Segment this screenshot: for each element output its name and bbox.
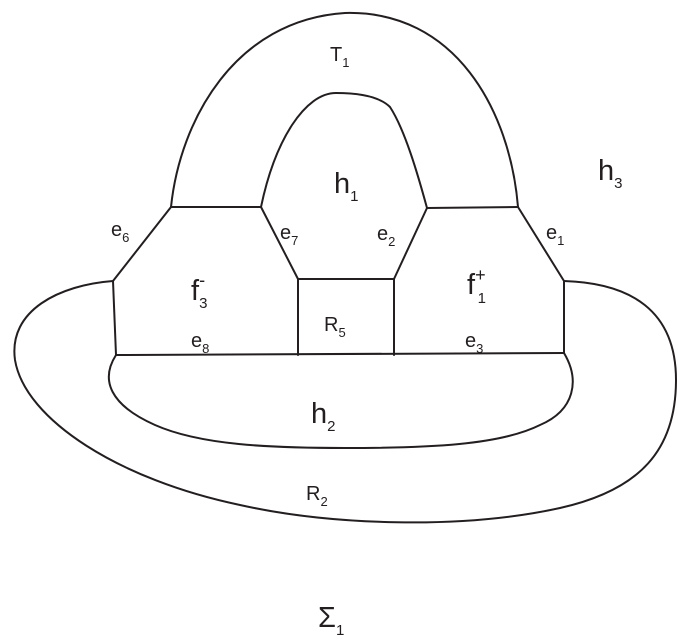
edge-e7	[260, 206, 299, 280]
label-h3: h3	[598, 155, 622, 192]
label-e1: e1	[546, 222, 564, 248]
label-f1-plus: f+1	[467, 265, 486, 307]
ring-outer-curve	[13, 280, 677, 524]
label-e6: e6	[111, 219, 129, 245]
arch-outer-curve	[170, 11, 519, 208]
label-T1: T1	[330, 44, 349, 70]
label-Sigma1: Σ1	[318, 602, 344, 639]
label-f3-minus: f-3	[191, 270, 207, 312]
label-e3: e3	[465, 330, 483, 356]
edge-right-top	[426, 206, 519, 209]
label-h1: h1	[334, 168, 358, 205]
label-R5: R5	[324, 314, 346, 340]
baseline-edge	[115, 352, 565, 356]
label-h2: h2	[311, 398, 335, 435]
ring-inner-curve	[107, 352, 574, 449]
label-R2: R2	[306, 483, 328, 509]
label-e2: e2	[377, 223, 395, 249]
edge-e2	[393, 207, 428, 280]
label-e8: e8	[191, 330, 209, 356]
label-e7: e7	[280, 222, 298, 248]
arch-inner-curve	[260, 92, 428, 209]
